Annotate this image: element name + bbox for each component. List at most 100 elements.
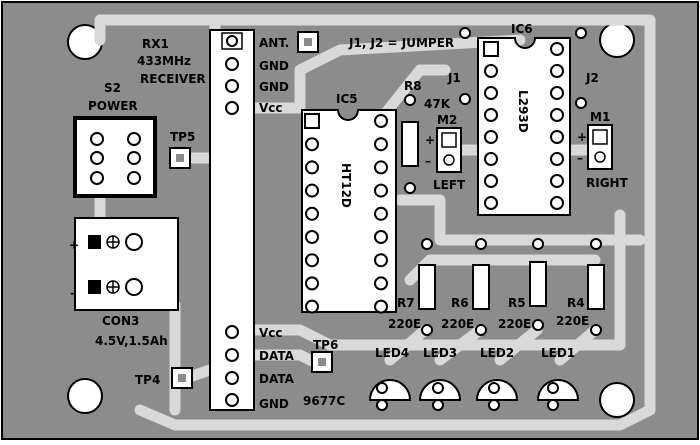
- rx-name-label: RX1: [142, 37, 169, 51]
- tp5-pad-hole: [176, 154, 184, 162]
- m2-connector: [436, 127, 462, 173]
- r4-pad-top: [590, 238, 602, 250]
- tp6-pad-hole: [318, 358, 326, 366]
- ic5-package: [301, 109, 397, 314]
- rx-pin-gnd2-label: GND: [259, 80, 289, 94]
- j1-pad-top: [459, 27, 471, 39]
- power-switch-outline: [73, 116, 157, 198]
- rx-pin-gnd1-label: GND: [259, 59, 289, 73]
- trace-ic5-r8: [374, 64, 451, 126]
- con3-screw-plus-mark: [107, 236, 119, 248]
- ic6-right-pin-8: [550, 196, 564, 210]
- test-point-pads: [169, 147, 333, 389]
- r7-value-label: 220E: [388, 317, 421, 331]
- ic6-right-pin-2: [550, 64, 564, 78]
- mounting-holes: [67, 22, 635, 418]
- ic5-right-pin-9: [374, 299, 388, 314]
- m2-side-label: LEFT: [433, 178, 466, 192]
- ic6-left-pin-4: [484, 108, 498, 122]
- rx-pin-data1-label: DATA: [259, 349, 295, 363]
- r4-pad-bottom: [590, 324, 602, 336]
- ic6-left-pin-5: [484, 130, 498, 144]
- con3-terminal-minus: [88, 280, 101, 294]
- led3-pad-k: [432, 399, 444, 411]
- r7-pad-top: [421, 238, 433, 250]
- r5-value-label: 220E: [498, 317, 531, 331]
- ic6-left-pin-6: [484, 152, 498, 166]
- receiver-module-outline: [209, 29, 255, 411]
- m1-pad-plus: [592, 129, 608, 145]
- ic5-left-pin-9: [305, 299, 319, 314]
- ic6-right-pin-5: [550, 130, 564, 144]
- m2-pad-minus: [443, 154, 455, 166]
- mounting-hole-bottom-left: [67, 378, 103, 414]
- trace-led3: [434, 324, 486, 366]
- led1-footprint: [536, 379, 580, 411]
- trace-ground-loop: [94, 14, 656, 431]
- j1-label: J1: [447, 71, 461, 85]
- jumper-note-label: J1, J2 = JUMPER: [348, 36, 454, 50]
- switch-name-label: S2: [104, 81, 121, 95]
- switch-pad: [127, 151, 141, 165]
- ic6-right-pin-6: [550, 152, 564, 166]
- ic5-left-pin-3: [305, 160, 319, 175]
- ic5-left-pin-5: [305, 206, 319, 221]
- con3-pad-minus: [125, 278, 143, 296]
- ic6-left-pin-7: [484, 174, 498, 188]
- rx-type-label: RECEIVER: [140, 72, 206, 86]
- jumper-pads: [459, 27, 587, 109]
- r5-body: [529, 261, 547, 307]
- rx-pin-data2-label: DATA: [259, 372, 295, 386]
- ic5-left-pin-7: [305, 253, 319, 268]
- ic5-left-pin-6: [305, 230, 319, 244]
- ic6-left-pin-8: [484, 196, 498, 210]
- led4-pad-k: [376, 399, 388, 411]
- leds: [368, 379, 580, 411]
- m1-name-label: M1: [590, 110, 610, 124]
- ic6-left-pins: [484, 64, 498, 210]
- led4-pad-a: [376, 382, 388, 394]
- led4-label: LED4: [375, 346, 409, 360]
- r6-value-label: 220E: [441, 317, 474, 331]
- led4-footprint: [368, 379, 412, 411]
- trace-led1: [554, 324, 601, 366]
- ic6-right-pin-3: [550, 86, 564, 100]
- ic5-right-pins: [374, 114, 388, 314]
- tp4-label: TP4: [135, 373, 160, 387]
- j1-pad-bottom: [459, 93, 471, 105]
- j2-label: J2: [585, 71, 599, 85]
- trace-led4: [384, 324, 431, 366]
- trace-led-bus: [404, 254, 601, 286]
- r4-value-label: 220E: [556, 314, 589, 328]
- trace-vcc-bottom: [226, 209, 626, 351]
- ic5-right-pin-6: [374, 230, 388, 244]
- ic5-pin1: [304, 113, 320, 129]
- con3-minus-label: –: [70, 286, 76, 300]
- receiver-pin-vcc-top: [225, 101, 239, 115]
- mounting-hole-bottom-right: [599, 382, 635, 418]
- con3-name-label: CON3: [102, 314, 139, 328]
- rx-freq-label: 433MHz: [137, 54, 191, 68]
- ic5-right-pin-2: [374, 137, 388, 152]
- led3-pad-a: [432, 382, 444, 394]
- silkscreen-labels: RX1 433MHz RECEIVER S2 POWER TP5 TP6 TP4…: [69, 22, 629, 411]
- m2-name-label: M2: [437, 113, 457, 127]
- r7-pad-bottom: [421, 324, 433, 336]
- r4-name-label: R4: [567, 296, 585, 310]
- mounting-hole-top-right: [599, 22, 635, 58]
- receiver-pins: [221, 32, 243, 407]
- r4-body: [587, 264, 605, 310]
- ic6-left-pin-2: [484, 64, 498, 78]
- m2-minus-label: –: [425, 154, 431, 168]
- r7-name-label: R7: [397, 296, 415, 310]
- ic6-left-pin-3: [484, 86, 498, 100]
- tp6-label: TP6: [313, 338, 338, 352]
- m1-pad-minus: [594, 151, 606, 163]
- ic6-right-pin-4: [550, 108, 564, 122]
- ic6-right-pin-1: [550, 42, 564, 56]
- rx-pin-vcc-top-label: Vcc: [259, 101, 283, 115]
- ic6-name-label: IC6: [511, 22, 533, 36]
- switch-pad: [90, 132, 104, 146]
- led1-pad-k: [547, 399, 559, 411]
